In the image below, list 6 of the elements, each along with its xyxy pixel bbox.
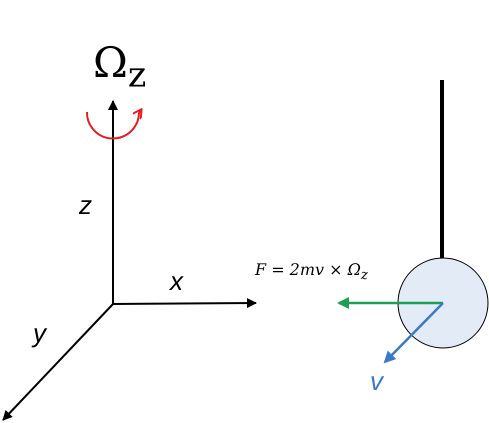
axis-label: z	[79, 192, 92, 218]
vector-label: v	[370, 368, 383, 394]
axis-label: x	[170, 268, 183, 294]
formula-label: F = 2mv × Ω$_{z}$	[255, 262, 368, 283]
axis-symbol: Ω$_{z}$	[93, 42, 146, 94]
axis-label: y	[33, 320, 46, 346]
